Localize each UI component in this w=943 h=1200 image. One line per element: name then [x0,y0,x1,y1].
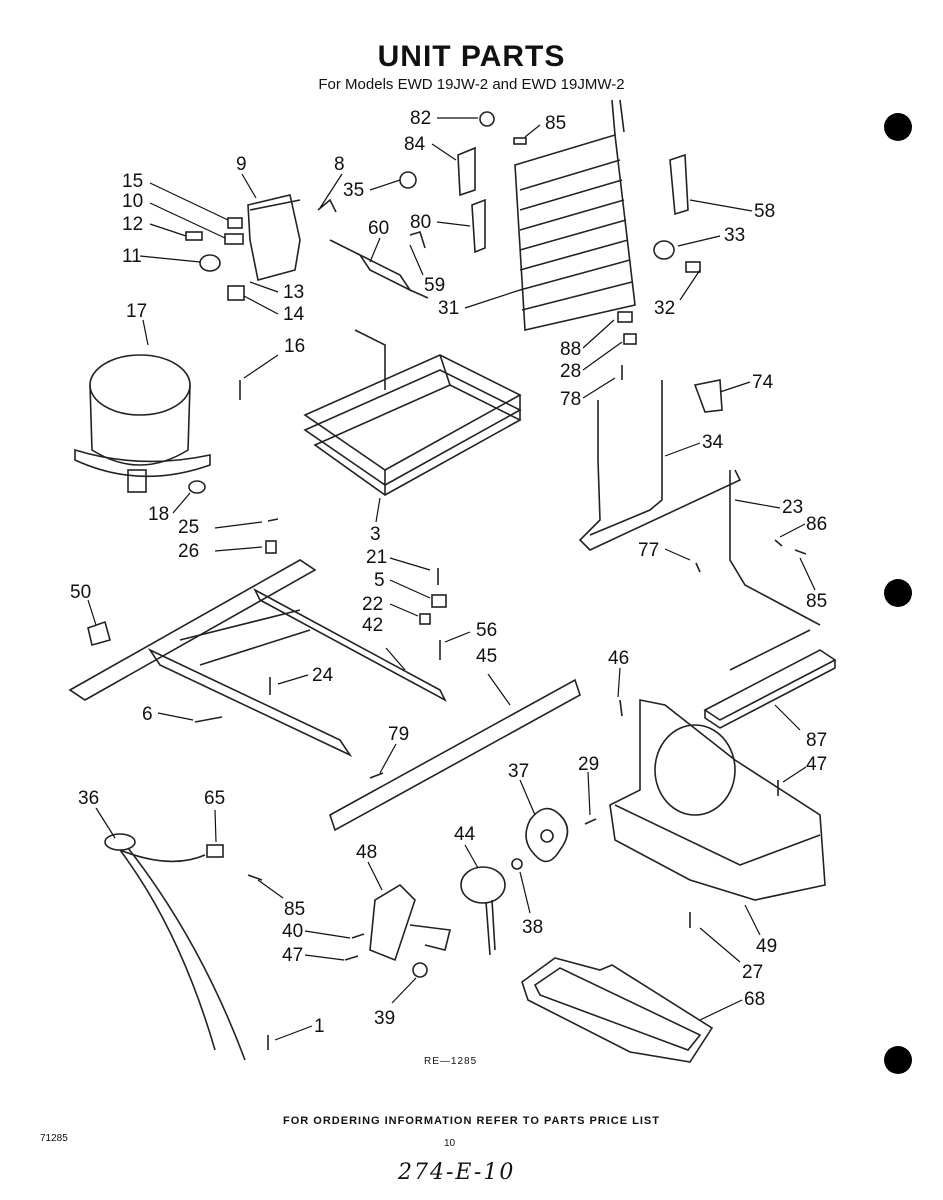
page-subtitle: For Models EWD 19JW-2 and EWD 19JMW-2 [318,76,625,93]
callout-36: 36 [78,788,99,809]
callout-24: 24 [312,665,334,686]
wiring-harness-drawing [104,833,246,1061]
relay-drawing [247,194,301,281]
drain-pan-drawing [521,957,714,1063]
callout-6: 6 [142,704,153,725]
page-code: 71285 [40,1133,68,1144]
fan-motor-drawing [460,866,506,956]
callout-13: 13 [283,282,304,303]
callout-17: 17 [126,301,147,322]
callout-23: 23 [782,497,803,518]
callout-3: 3 [370,524,381,545]
callout-60: 60 [368,218,389,239]
drain-trough-drawing [703,649,837,729]
callout-35: 35 [343,180,364,201]
handwritten-note: 274-E-10 [398,1160,516,1185]
page-title: UNIT PARTS [377,40,566,73]
callout-18: 18 [148,504,169,525]
drawing-reference: RE—1285 [424,1056,478,1067]
callout-8: 8 [334,154,345,175]
relay-small-parts [185,198,337,301]
evaporator-drawing [514,99,636,331]
callout-88: 88 [560,339,581,360]
callout-85: 85 [545,113,566,134]
base-frame-drawing [68,559,447,757]
callout-46: 46 [608,648,629,669]
callout-10: 10 [122,191,143,212]
callout-47: 47 [282,945,303,966]
callout-79: 79 [388,724,409,745]
condenser-drawing [303,329,522,496]
callout-40: 40 [282,921,303,942]
callout-26: 26 [178,541,199,562]
callout-82: 82 [410,108,431,129]
callout-29: 29 [578,754,599,775]
punch-hole-bottom [884,1046,912,1074]
callout-74: 74 [752,372,774,393]
callout-31: 31 [438,298,459,319]
callout-84: 84 [404,134,426,155]
callout-11: 11 [122,246,142,267]
callout-77: 77 [638,540,659,561]
fan-shroud-drawing [609,699,826,901]
callout-56: 56 [476,620,497,641]
callout-38: 38 [522,917,543,938]
hardware-sketches [87,111,807,1050]
callout-45: 45 [476,646,497,667]
callout-22: 22 [362,594,383,615]
tubing-drawing [578,380,821,671]
callout-15: 15 [122,171,143,192]
callout-86: 86 [806,514,827,535]
fan-blade-drawing [525,807,569,863]
callout-37: 37 [508,761,529,782]
callout-33: 33 [724,225,745,246]
callout-78: 78 [560,389,581,410]
callout-42: 42 [362,615,383,636]
callout-9: 9 [236,154,247,175]
callout-47-right: 47 [806,754,827,775]
callout-21: 21 [366,547,387,568]
callout-50: 50 [70,582,91,603]
callout-32: 32 [654,298,675,319]
callout-34: 34 [702,432,724,453]
punch-hole-middle [884,579,912,607]
page-number: 10 [444,1138,456,1149]
callout-16: 16 [284,336,305,357]
callout-12: 12 [122,214,143,235]
callout-58: 58 [754,201,775,222]
rail-drawing [329,678,581,832]
callout-68: 68 [744,989,765,1010]
callout-39: 39 [374,1008,395,1029]
callout-44: 44 [454,824,476,845]
callout-48: 48 [356,842,377,863]
callout-65: 65 [204,788,225,809]
callout-25: 25 [178,517,199,538]
callout-1: 1 [314,1016,325,1037]
callout-14: 14 [283,304,305,325]
drier-drawing [329,239,429,299]
callout-80: 80 [410,212,431,233]
callout-27: 27 [742,962,763,983]
punch-hole-top [884,113,912,141]
callout-49: 49 [756,936,777,957]
callout-5: 5 [374,570,385,591]
ordering-note: FOR ORDERING INFORMATION REFER TO PARTS … [283,1115,660,1127]
callout-28: 28 [560,361,581,382]
motor-bracket-drawing [369,883,451,962]
callout-87: 87 [806,730,827,751]
compressor-drawing [74,354,211,493]
callout-85-lower: 85 [284,899,305,920]
leader-lines [87,117,816,1041]
callout-85-right: 85 [806,591,827,612]
callout-labels: 82 85 84 8 9 15 10 35 80 12 60 58 33 11 … [70,108,827,1037]
callout-59: 59 [424,275,445,296]
